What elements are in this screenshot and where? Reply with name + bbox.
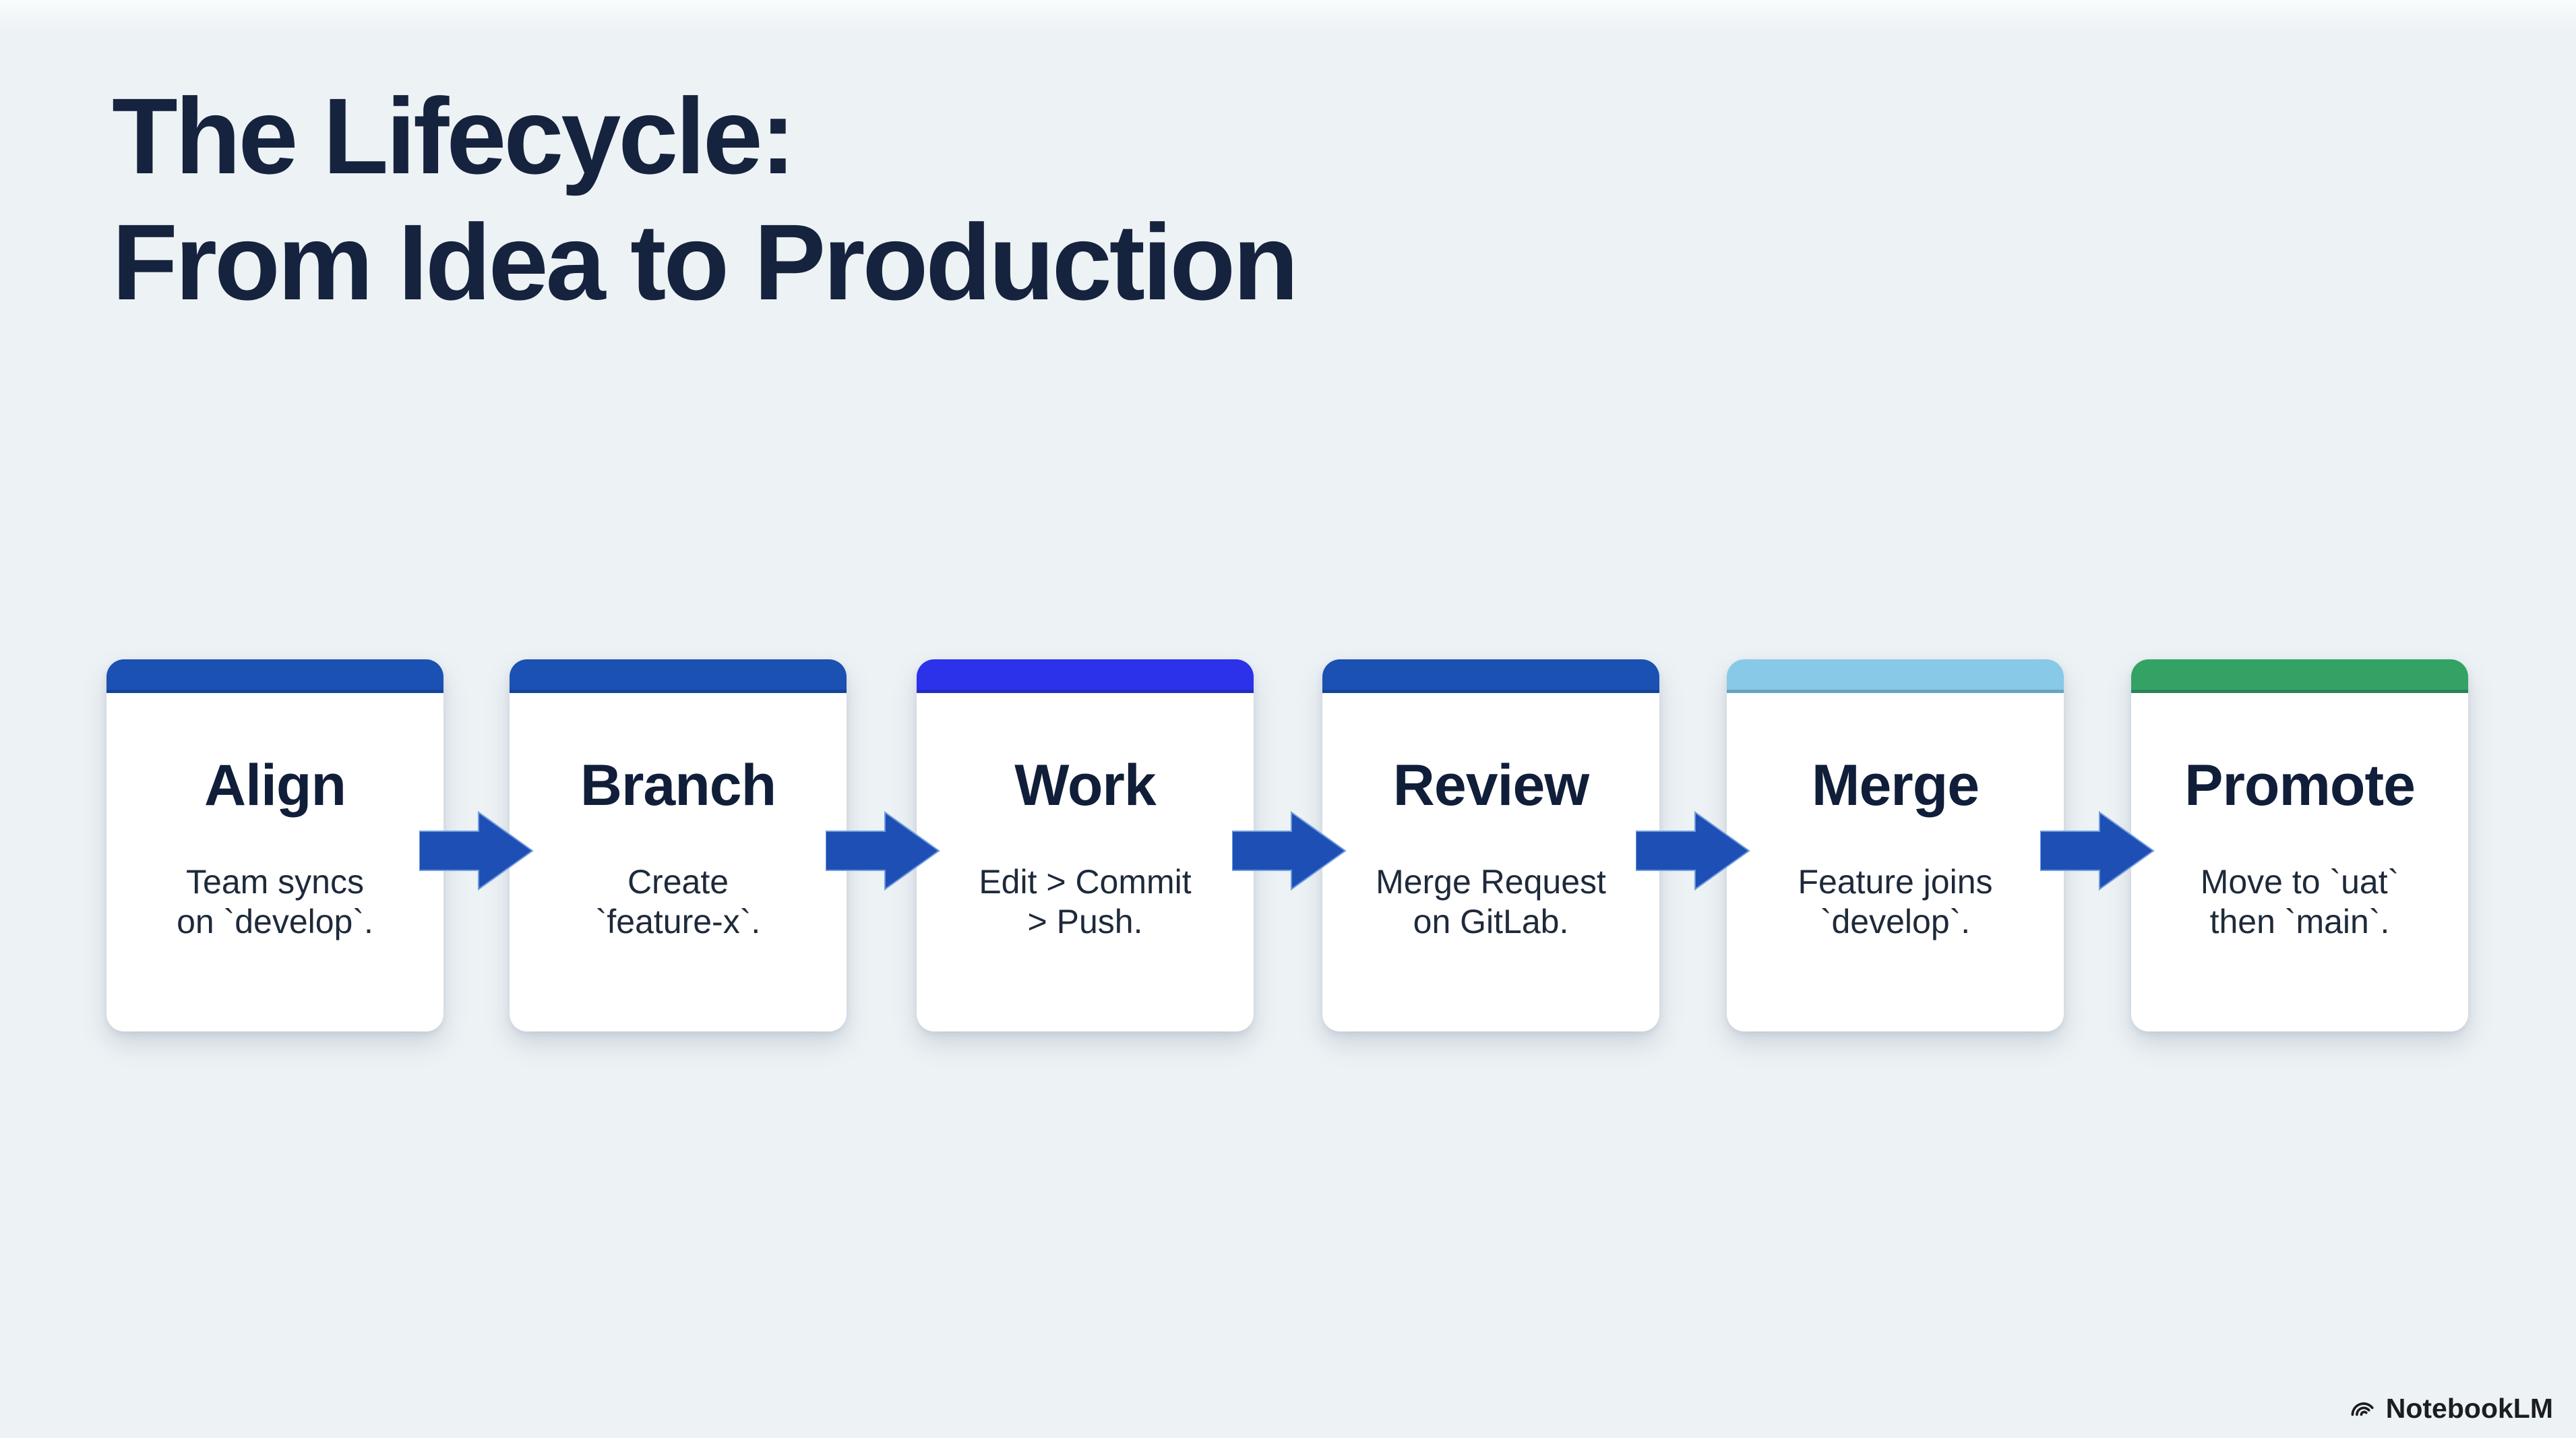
step-description: Move to `uat` then `main`. [2131, 862, 2468, 942]
step-card-bar [917, 659, 1254, 693]
flow-arrow-icon [2040, 811, 2155, 891]
step-name: Branch [580, 753, 776, 818]
step-name: Align [204, 753, 346, 818]
step-name: Work [1014, 753, 1156, 818]
notebooklm-watermark: NotebookLM [2348, 1393, 2553, 1425]
step-card-merge: Merge Feature joins `develop`. [1727, 659, 2064, 1031]
flow-arrow-icon [419, 811, 534, 891]
step-description-line: on GitLab. [1413, 903, 1569, 940]
step-description-line: then `main`. [2209, 903, 2390, 940]
step-card-bar [510, 659, 847, 693]
notebooklm-icon [2351, 1402, 2374, 1416]
step-description-line: Feature joins [1798, 863, 1993, 901]
flow-arrow-icon [1232, 811, 1347, 891]
step-card-bar [1322, 659, 1659, 693]
step-description: Edit > Commit > Push. [917, 862, 1254, 942]
flow-arrow-icon [826, 811, 940, 891]
step-description: Merge Request on GitLab. [1322, 862, 1659, 942]
step-card-bar [1727, 659, 2064, 693]
step-name: Review [1392, 753, 1589, 818]
step-description-line: `feature-x`. [595, 903, 761, 940]
step-card-review: Review Merge Request on GitLab. [1322, 659, 1659, 1031]
step-description-line: Edit > Commit [979, 863, 1192, 901]
step-description-line: > Push. [1027, 903, 1143, 940]
step-description-line: `develop`. [1820, 903, 1971, 940]
page-title: The Lifecycle: From Idea to Production [112, 76, 1299, 323]
step-description-line: on `develop`. [177, 903, 373, 940]
step-card-promote: Promote Move to `uat` then `main`. [2131, 659, 2468, 1031]
step-card-bar [106, 659, 443, 693]
step-name: Promote [2184, 753, 2416, 818]
step-description-line: Create [627, 863, 729, 901]
step-card-align: Align Team syncs on `develop`. [106, 659, 443, 1031]
step-card-work: Work Edit > Commit > Push. [917, 659, 1254, 1031]
step-description-line: Merge Request [1376, 863, 1606, 901]
step-name: Merge [1811, 753, 1980, 818]
notebooklm-label: NotebookLM [2385, 1393, 2553, 1424]
step-description: Feature joins `develop`. [1727, 862, 2064, 942]
step-description: Team syncs on `develop`. [106, 862, 443, 942]
step-card-bar [2131, 659, 2468, 693]
step-description-line: Team syncs [186, 863, 364, 901]
flow-arrow-icon [1636, 811, 1750, 891]
step-card-branch: Branch Create `feature-x`. [510, 659, 847, 1031]
step-description-line: Move to `uat` [2200, 863, 2399, 901]
step-description: Create `feature-x`. [510, 862, 847, 942]
